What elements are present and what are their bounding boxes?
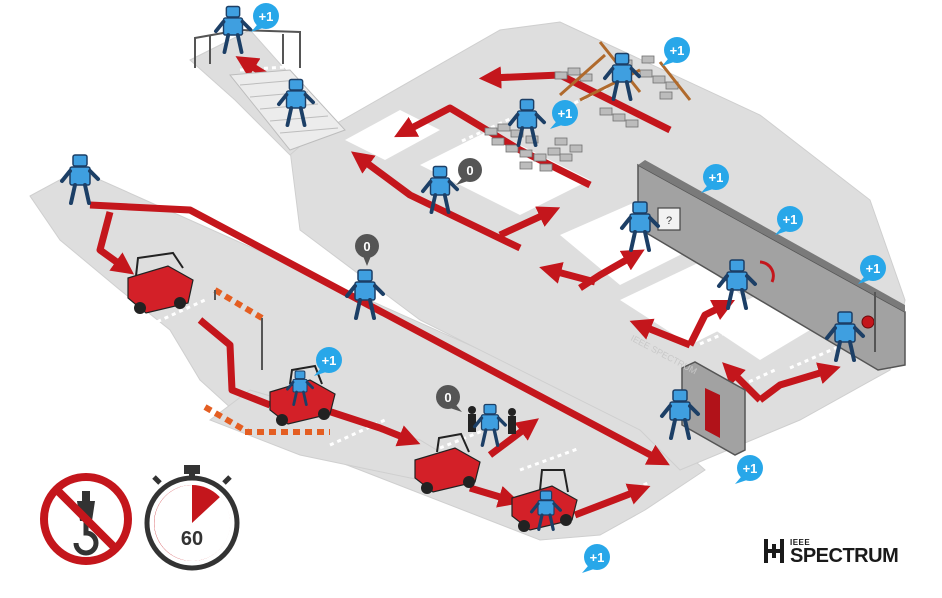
brand-name: SPECTRUM <box>790 545 899 567</box>
svg-text:+1: +1 <box>709 170 724 185</box>
utility-vehicles <box>127 251 578 532</box>
stairs-obstacle <box>194 28 346 151</box>
bonus-badge: +1 <box>582 544 610 573</box>
svg-text:?: ? <box>666 215 672 227</box>
stopwatch-icon: 60 <box>144 465 240 571</box>
utility-vehicle-1 <box>127 251 194 314</box>
no-crane-hook-icon <box>40 473 132 565</box>
bonus-badge: +1 <box>314 347 342 376</box>
electrical-panel <box>657 207 681 231</box>
bonus-badge: +1 <box>775 206 803 235</box>
svg-text:0: 0 <box>466 163 473 178</box>
utility-vehicle-3 <box>414 432 481 494</box>
svg-text:+1: +1 <box>322 353 337 368</box>
spectrum-logo-icon <box>764 539 784 563</box>
human-helpers <box>468 406 516 434</box>
bonus-badges: +1 +1 +1 +1 +1 +1 +1 +1 <box>251 3 886 573</box>
svg-text:+1: +1 <box>743 461 758 476</box>
bonus-badge: +1 <box>251 3 279 32</box>
ieee-spectrum-logo: IEEE SPECTRUM <box>762 536 912 568</box>
zero-badges: 0 0 0 <box>355 158 482 412</box>
valve-wheel <box>861 315 875 329</box>
svg-text:+1: +1 <box>783 212 798 227</box>
utility-vehicle-2 <box>269 364 336 426</box>
door-obstacle <box>681 361 746 456</box>
svg-text:+1: +1 <box>259 9 274 24</box>
drill-cut-marker <box>759 260 775 283</box>
svg-text:+1: +1 <box>590 550 605 565</box>
bonus-badge: +1 <box>662 37 690 66</box>
bonus-badge: +1 <box>858 255 886 284</box>
svg-text:0: 0 <box>444 390 451 405</box>
svg-text:+1: +1 <box>670 43 685 58</box>
barriers <box>203 287 330 435</box>
zero-badge: 0 <box>355 234 379 266</box>
brand-top-label: IEEE <box>790 538 811 547</box>
svg-text:+1: +1 <box>866 261 881 276</box>
svg-text:+1: +1 <box>558 106 573 121</box>
zero-badge: 0 <box>456 158 482 185</box>
bonus-badge: +1 <box>701 164 729 193</box>
zero-badge: 0 <box>436 385 462 412</box>
bonus-badge: +1 <box>735 455 763 484</box>
svg-text:60: 60 <box>181 528 203 550</box>
svg-text:0: 0 <box>363 239 370 254</box>
bonus-badge: +1 <box>550 100 578 129</box>
